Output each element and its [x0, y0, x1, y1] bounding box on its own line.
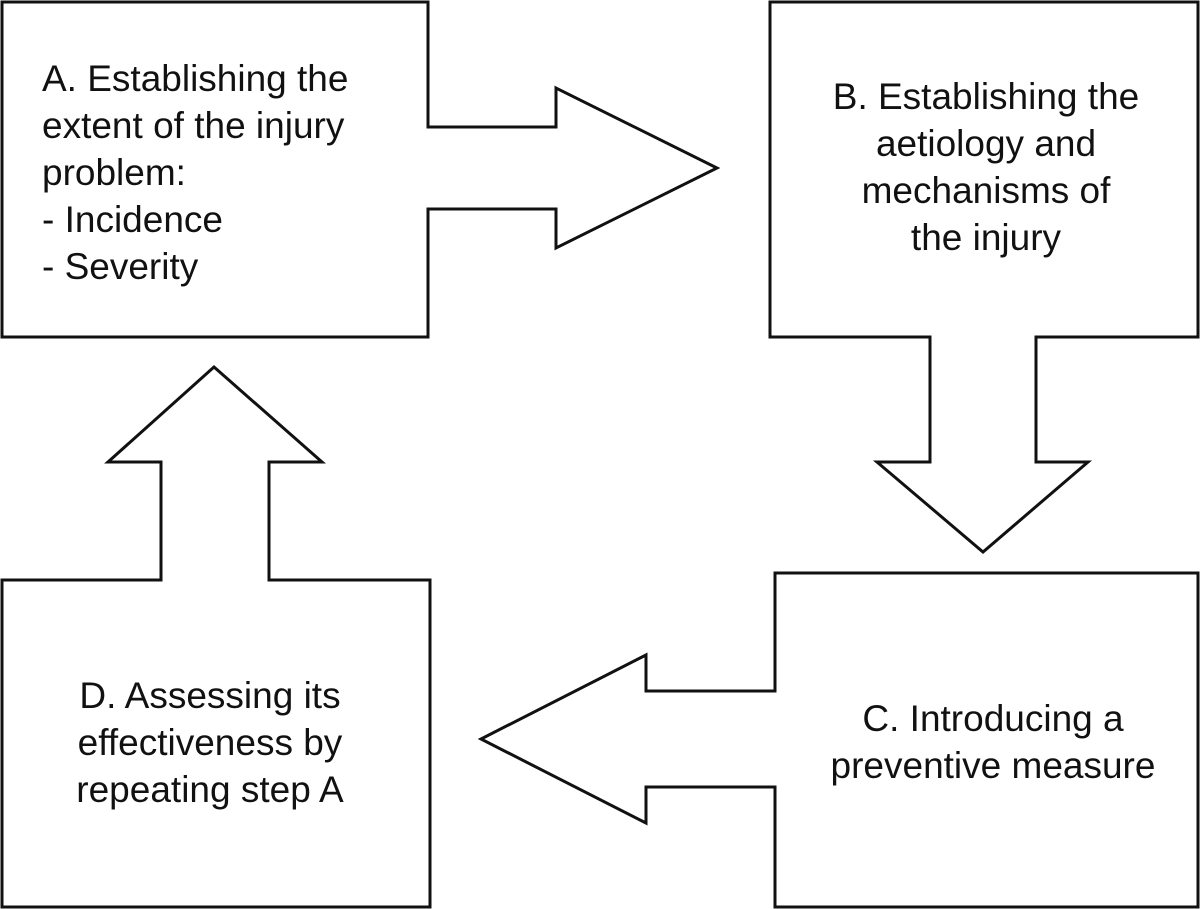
step-d-line-3: repeating step A: [76, 769, 344, 810]
step-d-label: D. Assessing its effectiveness by repeat…: [20, 672, 400, 813]
step-b-label: B. Establishing the aetiology and mechan…: [800, 73, 1172, 261]
box-b-with-down-arrow: [768, 0, 1200, 554]
step-b-line-4: the injury: [910, 217, 1062, 258]
box-d-with-up-arrow: [0, 364, 432, 909]
step-c-label: C. Introducing a preventive measure: [808, 695, 1178, 789]
step-a-line-4: - Incidence: [42, 199, 223, 240]
step-a-line-5: - Severity: [42, 246, 199, 287]
step-c-line-1: C. Introducing a: [862, 698, 1124, 739]
step-a-line-2: extent of the injury: [42, 105, 345, 146]
step-d-line-2: effectiveness by: [77, 722, 343, 763]
step-a-label: A. Establishing the extent of the injury…: [42, 55, 348, 290]
box-a-with-right-arrow: [0, 0, 721, 339]
step-a-line-3: problem:: [42, 152, 186, 193]
step-d-line-1: D. Assessing its: [79, 675, 341, 716]
step-b-line-1: B. Establishing the: [832, 76, 1140, 117]
step-b-line-3: mechanisms of: [861, 170, 1111, 211]
box-c-with-left-arrow: [477, 571, 1200, 909]
step-b-line-2: aetiology and: [875, 123, 1097, 164]
step-a-line-1: A. Establishing the: [42, 58, 349, 99]
step-c-line-2: preventive measure: [830, 745, 1156, 786]
